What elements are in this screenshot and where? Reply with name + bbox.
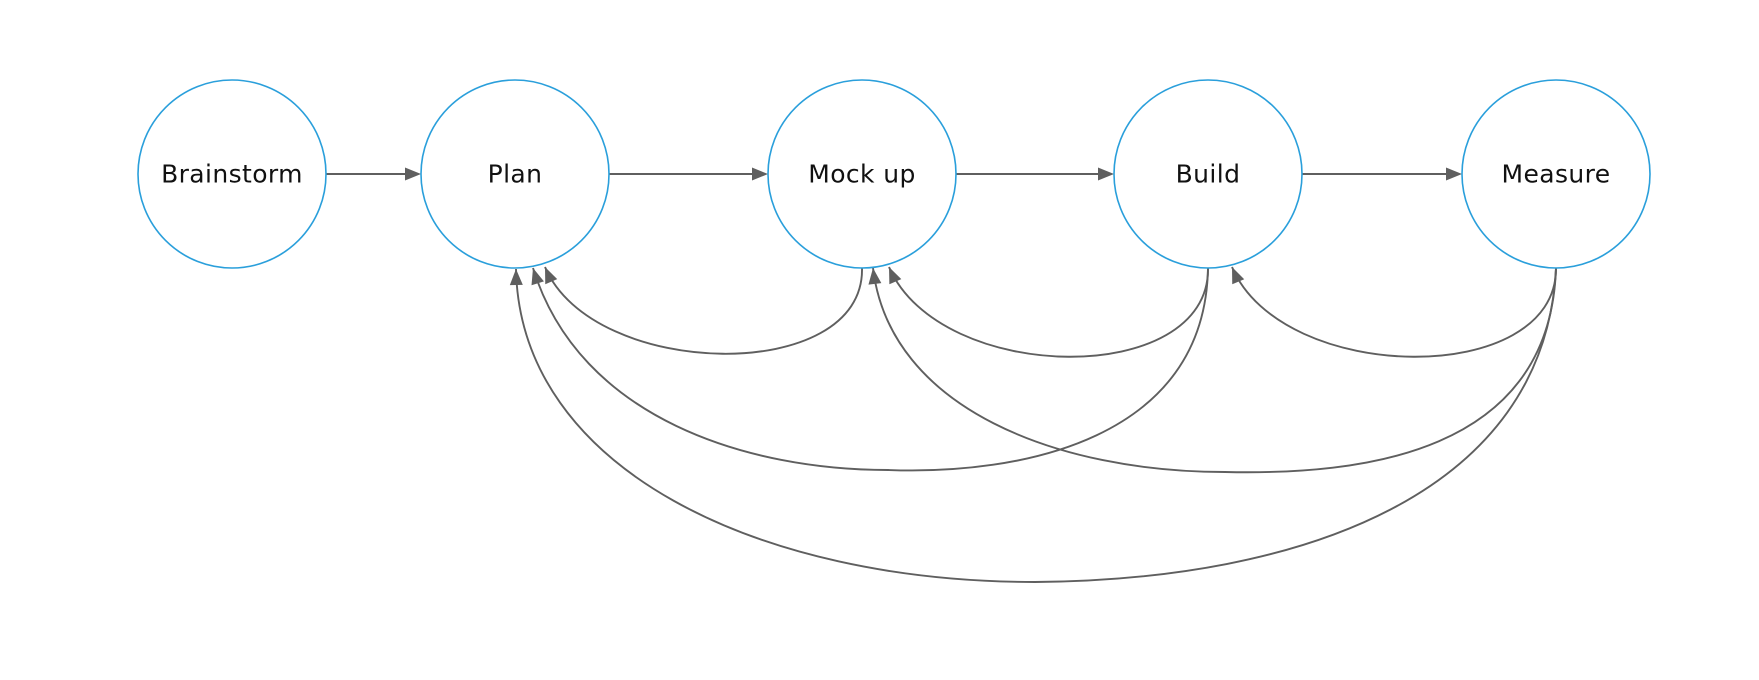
node-mockup-circle xyxy=(767,79,957,269)
node-build-circle xyxy=(1113,79,1303,269)
edge-build-to-measure-arrowhead xyxy=(1446,167,1462,181)
node-brainstorm: Brainstorm xyxy=(137,79,327,269)
node-measure-label: Measure xyxy=(1501,160,1610,189)
edge-measure-to-plan-arrowhead xyxy=(509,269,523,286)
edge-build-to-plan xyxy=(532,267,1209,472)
edge-build-to-mockup-arrowhead xyxy=(889,267,902,285)
node-mockup: Mock up xyxy=(767,79,957,269)
edge-measure-to-build-arrowhead xyxy=(1232,267,1245,285)
edge-measure-to-mockup-arrowhead xyxy=(868,268,882,285)
edge-mockup-to-plan-arrowhead xyxy=(545,267,558,285)
edge-measure-to-plan xyxy=(515,267,1557,583)
node-build-label: Build xyxy=(1176,160,1241,189)
node-brainstorm-label: Brainstorm xyxy=(161,160,303,189)
node-plan: Plan xyxy=(420,79,610,269)
node-brainstorm-circle xyxy=(137,79,327,269)
node-build: Build xyxy=(1113,79,1303,269)
edge-brainstorm-to-plan-arrowhead xyxy=(405,167,421,181)
node-measure-circle xyxy=(1461,79,1651,269)
edge-mockup-to-plan xyxy=(544,266,863,355)
edge-build-to-plan-arrowhead xyxy=(531,268,544,286)
edge-plan-to-mockup-arrowhead xyxy=(752,167,768,181)
edge-mockup-to-build-arrowhead xyxy=(1098,167,1114,181)
node-measure: Measure xyxy=(1461,79,1651,269)
edges-layer xyxy=(326,167,1557,583)
edge-build-to-mockup xyxy=(888,266,1209,358)
edge-measure-to-build xyxy=(1231,266,1557,358)
node-plan-label: Plan xyxy=(488,160,543,189)
node-plan-circle xyxy=(420,79,610,269)
edge-measure-to-mockup xyxy=(872,267,1557,474)
node-mockup-label: Mock up xyxy=(808,160,916,189)
nodes-layer: Brainstorm Plan Mock up Build Measure xyxy=(137,79,1651,269)
